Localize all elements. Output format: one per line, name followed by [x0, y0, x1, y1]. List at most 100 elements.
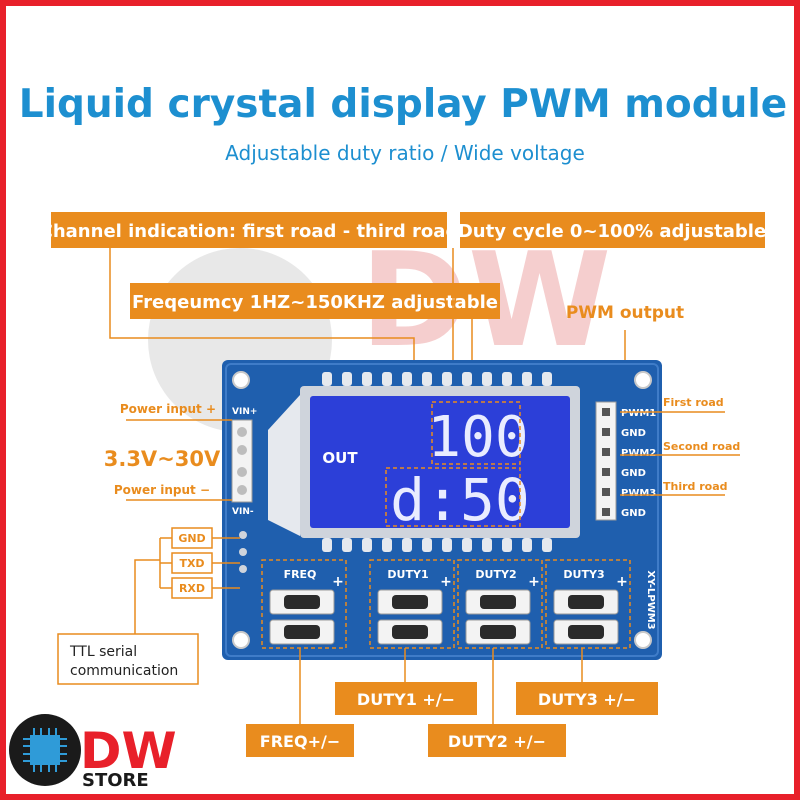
frequency-callout-box: [130, 283, 500, 319]
lcd-bottom-pins: [322, 538, 552, 552]
frequency-callout: Freqeumcy 1HZ~150KHZ adjustable: [132, 292, 498, 313]
button-group-freq: FREQ+: [261, 559, 347, 649]
button-group-outline: [457, 559, 543, 649]
second-road-label: Second road: [663, 440, 740, 453]
tactile-button-cap: [284, 625, 320, 639]
lcd-pin: [402, 372, 412, 386]
button-group-duty1: DUTY1 +: [369, 559, 455, 649]
button-plus-sign: +: [440, 574, 452, 590]
channel-callout-box: [51, 212, 447, 248]
button-group-outline: [545, 559, 631, 649]
page-title: Liquid crystal display PWM module: [19, 82, 787, 127]
pwm-output-label: PWM output: [566, 303, 684, 323]
pwm-header-pin: [602, 488, 610, 496]
mount-hole-tl: [232, 371, 250, 389]
lcd-pin: [442, 538, 452, 552]
lcd-pin: [502, 372, 512, 386]
mount-hole-br: [634, 631, 652, 649]
vin-screw-4: [237, 485, 247, 495]
lcd-pin: [482, 372, 492, 386]
tactile-button-cap: [568, 595, 604, 609]
logo-text: DW: [80, 722, 177, 780]
serial-pin-label: TXD: [179, 557, 204, 570]
mount-hole-tr: [634, 371, 652, 389]
pwm-pin-label: GND: [621, 508, 646, 519]
lcd-pin: [322, 372, 332, 386]
pwm-pin-label: PWM3: [621, 488, 656, 499]
ttl-line-1: TTL serial: [69, 644, 137, 660]
button-group-label: DUTY1: [387, 568, 428, 581]
lcd-pin: [422, 372, 432, 386]
tactile-button-cap: [392, 595, 428, 609]
serial-pad-rxd: [239, 565, 247, 573]
pwm-pin-label: PWM2: [621, 448, 656, 459]
channel-callout: Channel indication: first road - third r…: [40, 221, 459, 242]
chip-pins-icon: [23, 728, 67, 772]
third-road-label: Third road: [663, 480, 728, 493]
mount-hole-bl: [232, 631, 250, 649]
lcd-pin: [522, 538, 532, 552]
first-road-label: First road: [663, 396, 724, 409]
lcd-freq-highlight: [385, 467, 521, 527]
power-minus-label: Power input −: [114, 483, 210, 497]
tactile-button-cap: [480, 625, 516, 639]
lcd-bottom-readout: d:50: [390, 466, 530, 534]
pwm-header-pin: [602, 508, 610, 516]
tactile-button-cap: [392, 625, 428, 639]
lcd-pin: [522, 372, 532, 386]
lcd-pin: [462, 372, 472, 386]
lcd-duty-highlight: [431, 401, 521, 465]
lcd-pin: [542, 538, 552, 552]
button-group-outline: [369, 559, 455, 649]
duty2-callout: DUTY2 +/−: [448, 732, 546, 751]
lcd-pin: [442, 372, 452, 386]
lcd-pin: [382, 538, 392, 552]
button-group-label: DUTY3: [563, 568, 604, 581]
lcd-pin: [402, 538, 412, 552]
duty-callout: Duty cycle 0~100% adjustable: [458, 221, 766, 242]
pwm-header-pins: [602, 408, 610, 516]
lcd-out-label: OUT: [322, 449, 358, 467]
button-leaders: [299, 648, 583, 738]
button-plus-sign: +: [616, 574, 628, 590]
lcd-pin: [322, 538, 332, 552]
board-model: XY-LPWM3: [645, 570, 656, 629]
tactile-button-cap: [284, 595, 320, 609]
pwm-pin-label: GND: [621, 428, 646, 439]
lcd-top-readout: 100: [427, 405, 528, 470]
tactile-button-cap: [480, 595, 516, 609]
lcd-pin: [422, 538, 432, 552]
button-plus-sign: +: [332, 574, 344, 590]
button-group-duty3: DUTY3 +: [545, 559, 631, 649]
freq-callout: FREQ+/−: [260, 732, 340, 751]
duty1-callout: DUTY1 +/−: [357, 690, 455, 709]
pwm-header: [595, 401, 617, 521]
button-group-duty2: DUTY2+: [457, 559, 543, 649]
vin-minus-label: VIN-: [232, 507, 254, 517]
page-subtitle: Adjustable duty ratio / Wide voltage: [225, 141, 585, 165]
pcb-board: OUT 100 d:50 VIN+ VIN- PWM1GNDPWM2GNDPWM…: [222, 360, 662, 660]
voltage-label: 3.3V~30V: [104, 447, 221, 471]
ttl-leader: [134, 559, 160, 634]
duty2-callout-box: [428, 724, 566, 757]
lcd-pin: [382, 372, 392, 386]
serial-pad-txd: [239, 548, 247, 556]
lcd-pin: [342, 538, 352, 552]
button-group-label: DUTY2: [475, 568, 516, 581]
lcd-pin: [342, 372, 352, 386]
serial-pin-label: GND: [178, 532, 205, 545]
lcd-pin: [482, 538, 492, 552]
lcd-pin: [362, 538, 372, 552]
duty3-callout: DUTY3 +/−: [538, 690, 636, 709]
vin-terminal: [231, 419, 253, 503]
serial-pad-gnd: [239, 531, 247, 539]
logo-subtext: STORE: [82, 770, 149, 791]
vin-screw-3: [237, 467, 247, 477]
vin-screw-1: [237, 427, 247, 437]
pwm-pin-label: GND: [621, 468, 646, 479]
duty-callout-box: [460, 212, 765, 248]
duty1-callout-box: [335, 682, 477, 715]
